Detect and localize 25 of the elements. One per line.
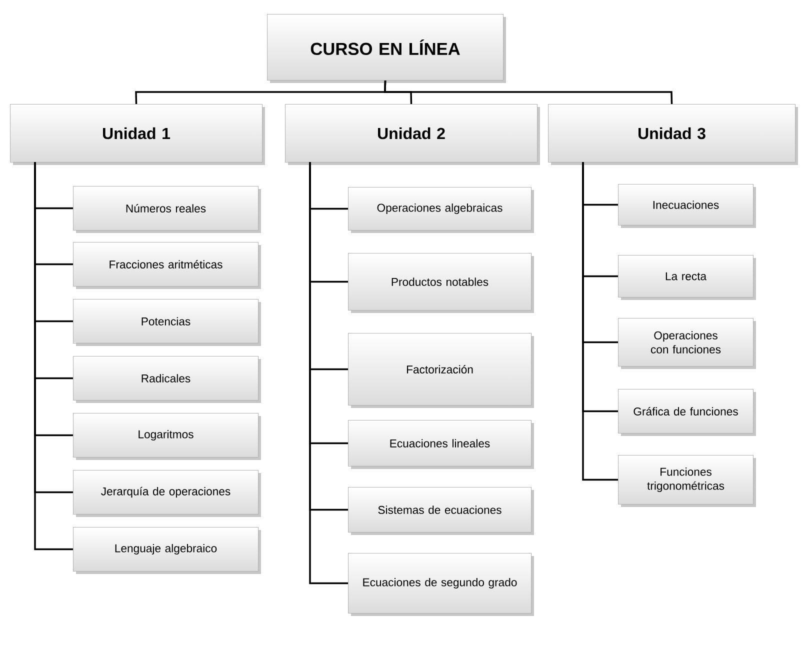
topic-box: Ecuaciones de segundo grado bbox=[348, 553, 534, 616]
topic-box: Jerarquía de operaciones bbox=[73, 470, 261, 517]
topic-box: Logaritmos bbox=[73, 413, 261, 460]
topic-box: Funciones trigonométricas bbox=[618, 455, 756, 507]
connector-line bbox=[384, 80, 673, 104]
topic-box: Operaciones algebraicas bbox=[348, 187, 534, 233]
topic-box: Productos notables bbox=[348, 253, 534, 313]
connector-line bbox=[309, 162, 348, 584]
topic-box: Operaciones con funciones bbox=[618, 318, 756, 369]
topic-box: Inecuaciones bbox=[618, 184, 756, 228]
title-box: CURSO EN LÍNEA bbox=[267, 14, 506, 83]
topic-box: Números reales bbox=[73, 186, 261, 233]
topic-box: Factorización bbox=[348, 333, 534, 408]
topic-box: Radicales bbox=[73, 356, 261, 403]
unit-box: Unidad 2 bbox=[285, 104, 540, 165]
topic-box: Lenguaje algebraico bbox=[73, 527, 261, 574]
topic-box: Gráfica de funciones bbox=[618, 389, 756, 436]
topic-box: La recta bbox=[618, 255, 756, 300]
topic-box: Fracciones aritméticas bbox=[73, 242, 261, 289]
topic-box: Sistemas de ecuaciones bbox=[348, 487, 534, 535]
connector-line bbox=[582, 162, 618, 481]
unit-box: Unidad 1 bbox=[10, 104, 265, 165]
topic-box: Potencias bbox=[73, 299, 261, 346]
unit-box: Unidad 3 bbox=[548, 104, 798, 165]
topic-box: Ecuaciones lineales bbox=[348, 420, 534, 469]
